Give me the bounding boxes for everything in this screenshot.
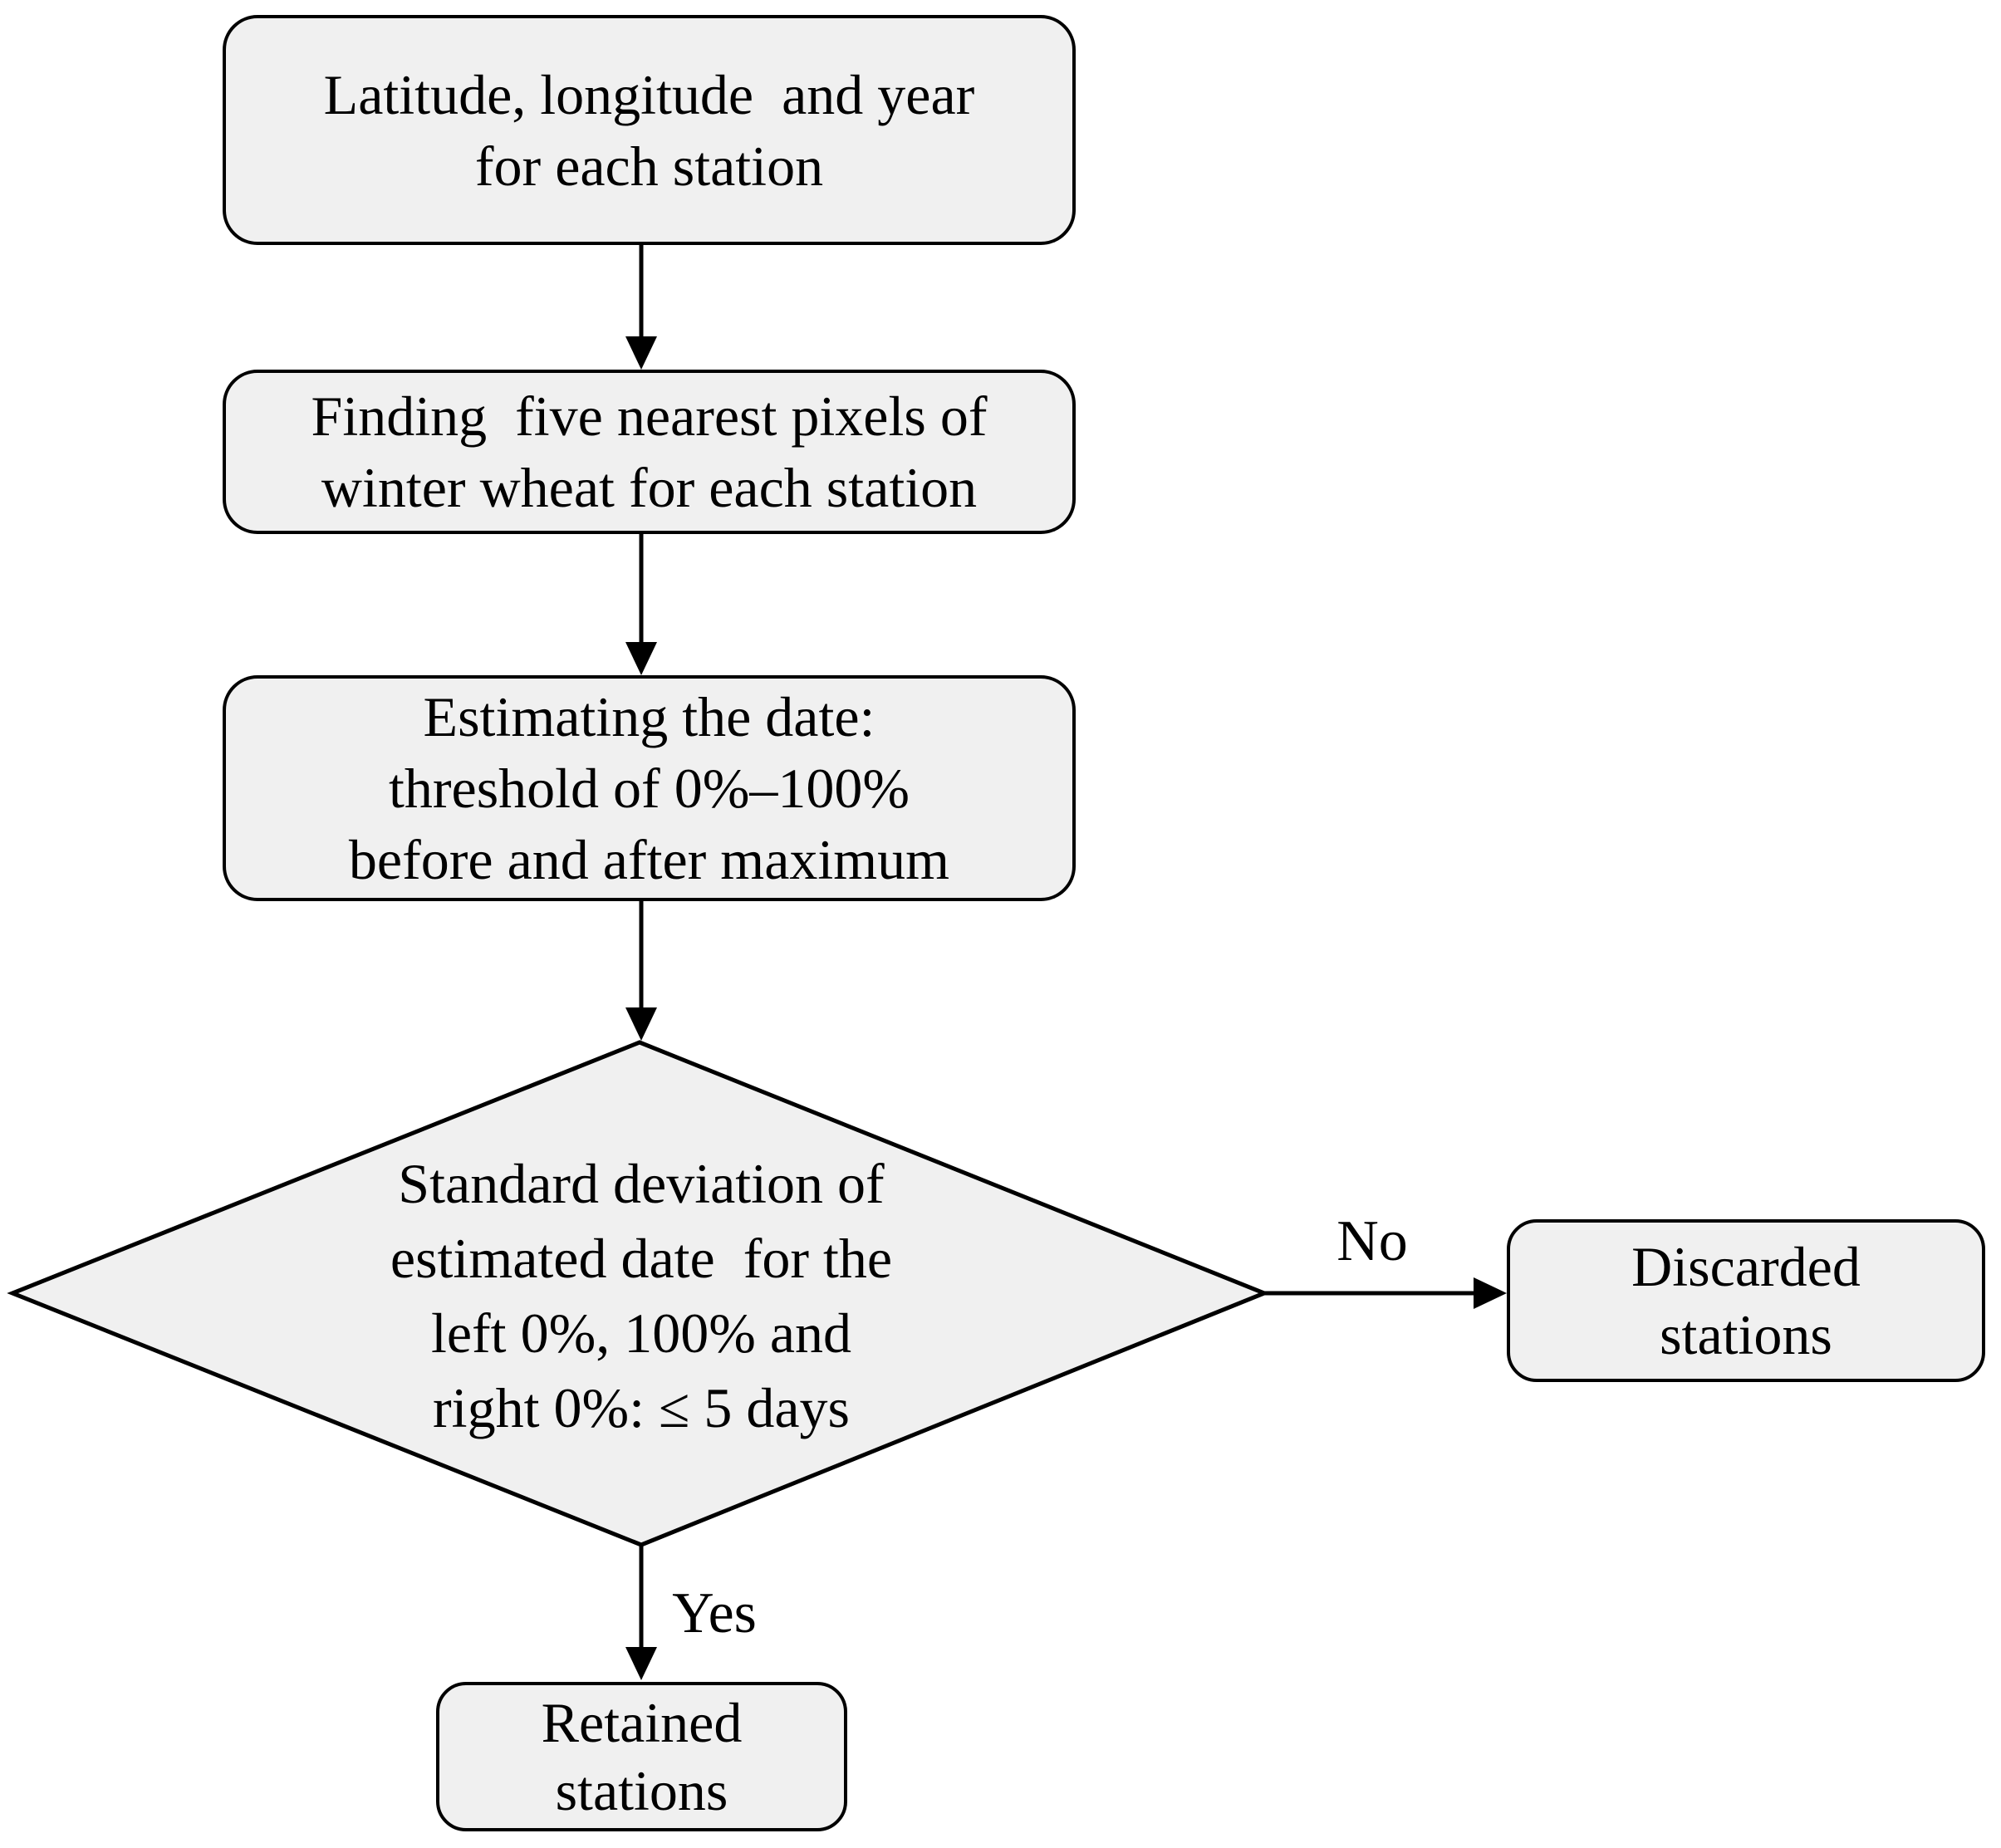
node-discarded-stations: Discarded stations	[1507, 1219, 1985, 1382]
arrow-decision-to-discarded	[1264, 1277, 1507, 1309]
arrow-find-pixels-to-estimate	[625, 534, 657, 675]
arrow-decision-to-retained	[625, 1545, 657, 1680]
node-decision-text: Standard deviation of estimated date for…	[390, 1152, 893, 1439]
node-estimate-date: Estimating the date: threshold of 0%–100…	[223, 675, 1076, 901]
node-find-pixels: Finding five nearest pixels of winter wh…	[223, 370, 1076, 534]
arrow-estimate-to-decision	[625, 901, 657, 1041]
node-retained-stations: Retained stations	[436, 1682, 847, 1831]
branch-label-no: No	[1336, 1209, 1408, 1273]
node-station-input: Latitude, longitude and year for each st…	[223, 15, 1076, 245]
arrow-input-to-find-pixels	[625, 245, 657, 370]
branch-label-yes: Yes	[672, 1581, 757, 1645]
